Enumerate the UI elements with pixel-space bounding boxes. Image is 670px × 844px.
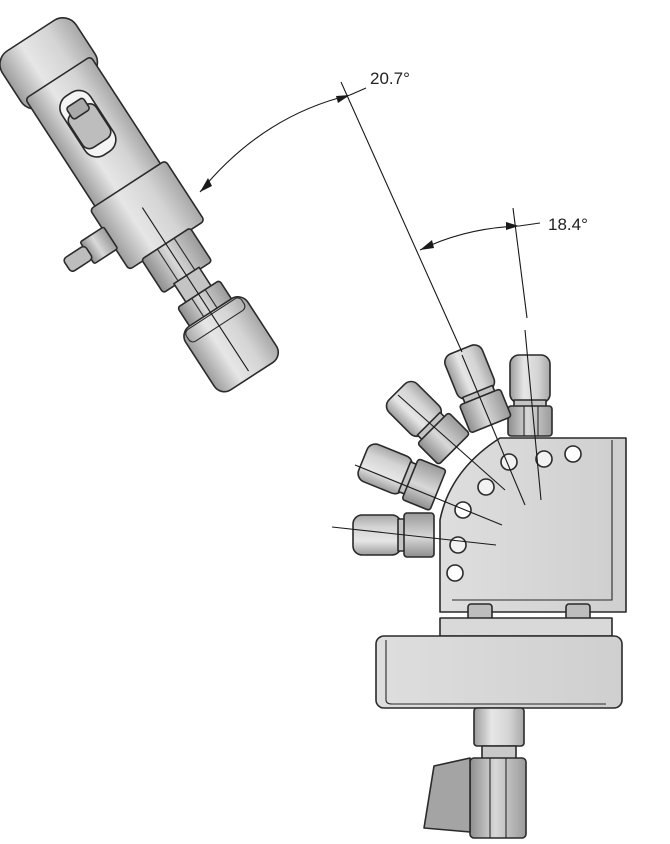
angle-label-lower: 18.4°	[548, 215, 588, 234]
mount-hole	[446, 564, 464, 582]
mount-hole	[477, 478, 495, 496]
mount-block	[439, 437, 627, 613]
nozzle-clamp-tab	[66, 97, 90, 120]
mount-hole	[564, 445, 582, 463]
angle-label-upper: 20.7°	[370, 69, 410, 88]
fitting	[352, 512, 435, 558]
dim-arc-lower	[419, 225, 520, 251]
dim-arc-upper	[199, 94, 351, 193]
mount-hole	[449, 536, 467, 554]
lower-clamp-wedge	[423, 757, 471, 833]
fitting	[507, 354, 553, 437]
mount-holes	[446, 445, 582, 582]
arrowhead	[506, 222, 519, 230]
mount-hole	[454, 501, 472, 519]
dim-extension-line	[340, 81, 463, 353]
dimension-upper: 20.7°	[199, 69, 463, 353]
base-plate	[439, 617, 613, 637]
tilted-nozzle-assembly	[0, 17, 280, 393]
arrowhead	[200, 178, 212, 192]
lower-clamp	[469, 757, 527, 839]
arrowhead	[336, 95, 350, 103]
arrowhead	[420, 240, 434, 250]
base-block	[375, 635, 623, 709]
dimension-lower: 18.4°	[419, 207, 588, 319]
mount-post	[473, 707, 525, 747]
side-fitting-tip	[63, 245, 93, 272]
dim-extension-line	[512, 207, 528, 319]
nozzle-axis-line	[141, 207, 250, 372]
mount-hole	[535, 450, 553, 468]
axis-lines	[331, 329, 542, 546]
